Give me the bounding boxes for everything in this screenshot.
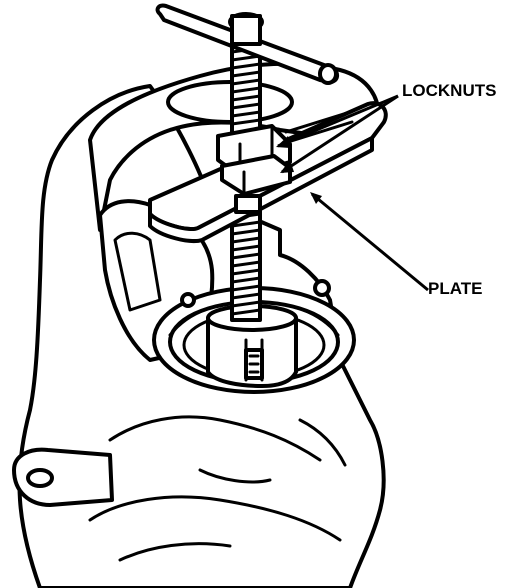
label-plate: PLATE: [428, 279, 482, 298]
thread-mark: [230, 284, 262, 292]
thread-mark: [230, 102, 262, 110]
locknut-lower: [220, 154, 292, 196]
thread-mark: [230, 220, 262, 228]
thread-mark: [230, 252, 262, 260]
thread-mark: [230, 268, 262, 276]
rod-between-plate: [234, 194, 262, 214]
label-locknuts: LOCKNUTS: [402, 81, 496, 100]
thread-mark: [230, 228, 262, 236]
thread-mark: [230, 244, 262, 252]
thread-mark: [230, 118, 262, 126]
thread-mark: [230, 276, 262, 284]
thread-mark: [230, 300, 262, 308]
thread-mark: [230, 78, 262, 86]
thread-mark: [230, 94, 262, 102]
thread-mark: [230, 292, 262, 300]
callout-locknuts: LOCKNUTS: [276, 81, 496, 174]
thread-mark: [230, 110, 262, 118]
thread-mark: [230, 86, 262, 94]
thread-mark: [230, 70, 262, 78]
thread-mark: [230, 308, 262, 316]
thread-mark: [230, 260, 262, 268]
thread-mark: [230, 62, 262, 70]
callout-plate: PLATE: [310, 192, 482, 298]
spring-seat-bore: [152, 279, 356, 394]
thread-mark: [230, 236, 262, 244]
t-handle: [155, 3, 339, 85]
